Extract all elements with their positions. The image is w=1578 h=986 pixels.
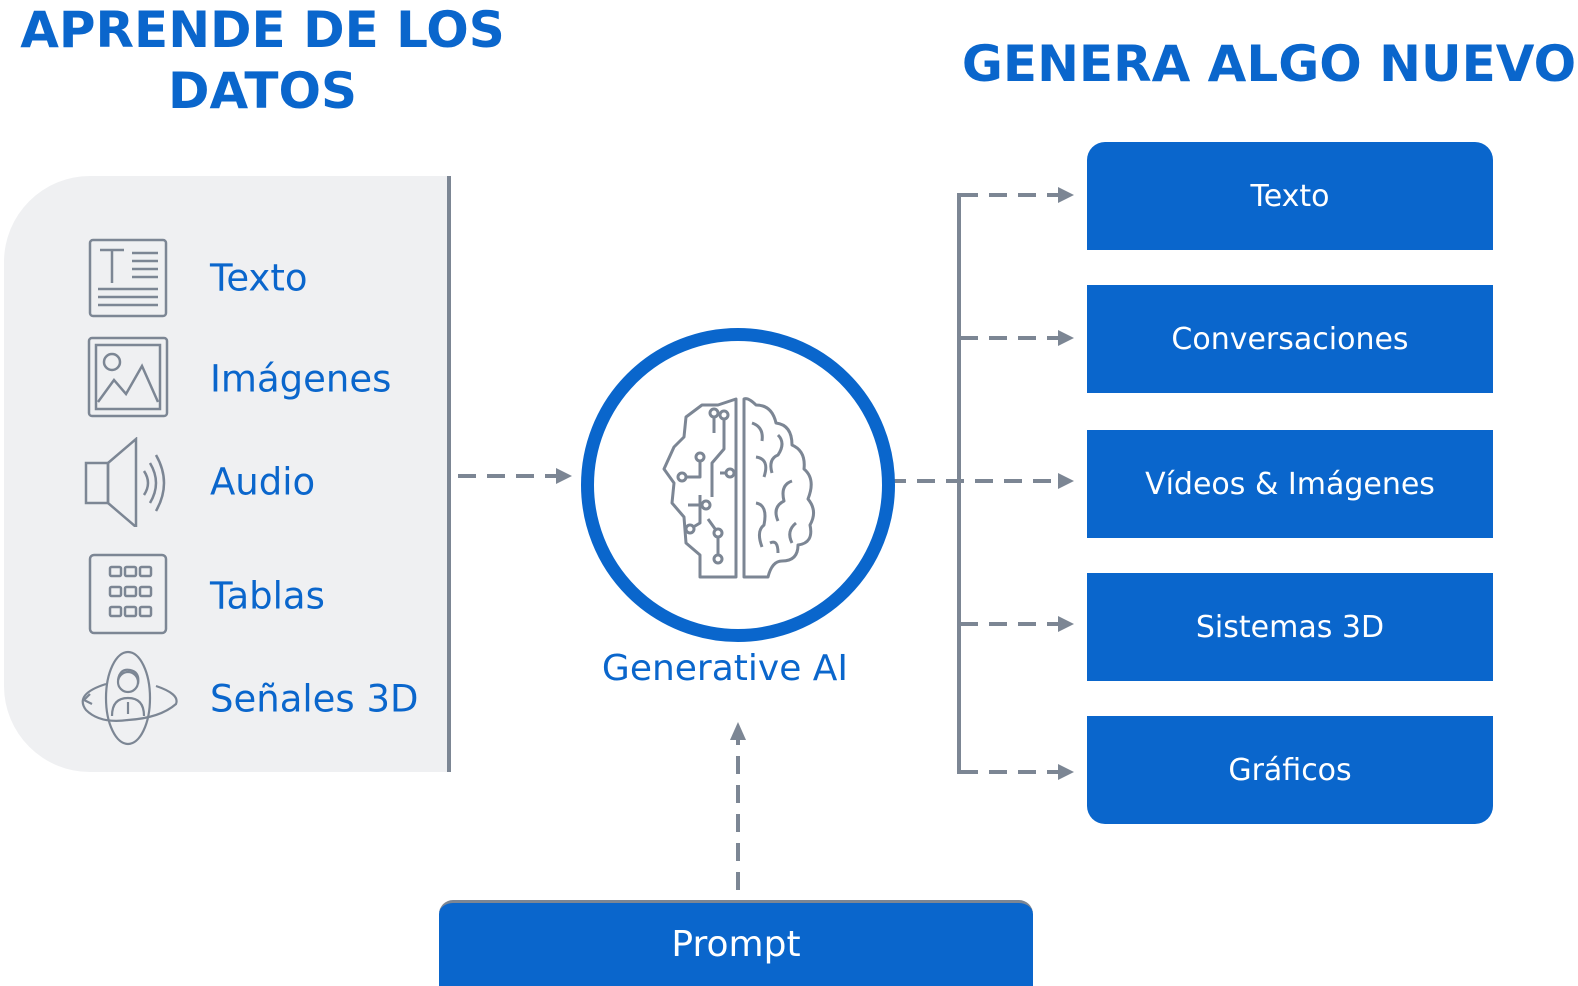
- arrowhead-icon: [1058, 473, 1074, 489]
- input-item-audio: Audio: [80, 437, 440, 527]
- generate-new-heading: GENERA ALGO NUEVO: [961, 35, 1577, 93]
- arrowhead-icon: [1058, 187, 1074, 203]
- generative-ai-core: [581, 328, 895, 642]
- 3d-person-rotation-icon: [81, 650, 178, 746]
- arrowhead-icon: [556, 468, 572, 484]
- table-grid-icon: [88, 553, 168, 635]
- prompt-box: Prompt: [439, 900, 1033, 986]
- output-box-sistemas-3d: Sistemas 3D: [1087, 573, 1493, 681]
- generative-ai-label: Generative AI: [601, 648, 849, 689]
- text-document-icon: [88, 238, 168, 318]
- output-box-texto: Texto: [1087, 142, 1493, 250]
- input-item-label: Audio: [210, 460, 316, 504]
- input-item-3d-signals: Señales 3D: [80, 650, 440, 746]
- image-icon: [87, 336, 169, 418]
- input-item-label: Señales 3D: [210, 677, 419, 721]
- input-item-tables: Tablas: [80, 551, 440, 641]
- input-item-label: Texto: [210, 256, 308, 300]
- brain-circuit-icon: [662, 397, 815, 579]
- output-box-conversaciones: Conversaciones: [1087, 285, 1493, 393]
- input-panel-border: [447, 176, 451, 772]
- input-item-label: Tablas: [210, 574, 325, 618]
- input-item-label: Imágenes: [210, 357, 392, 401]
- output-box-videos-imagenes: Vídeos & Imágenes: [1087, 430, 1493, 538]
- speaker-icon: [84, 437, 166, 527]
- output-box-graficos: Gráficos: [1087, 716, 1493, 824]
- arrowhead-icon: [730, 722, 746, 740]
- learn-from-data-heading: APRENDE DE LOS DATOS: [20, 1, 505, 120]
- input-item-images: Imágenes: [80, 334, 440, 424]
- arrowhead-icon: [1058, 764, 1074, 780]
- arrowhead-icon: [1058, 616, 1074, 632]
- input-item-text: Texto: [80, 233, 440, 323]
- input-data-panel: [4, 176, 450, 772]
- arrowhead-icon: [1058, 330, 1074, 346]
